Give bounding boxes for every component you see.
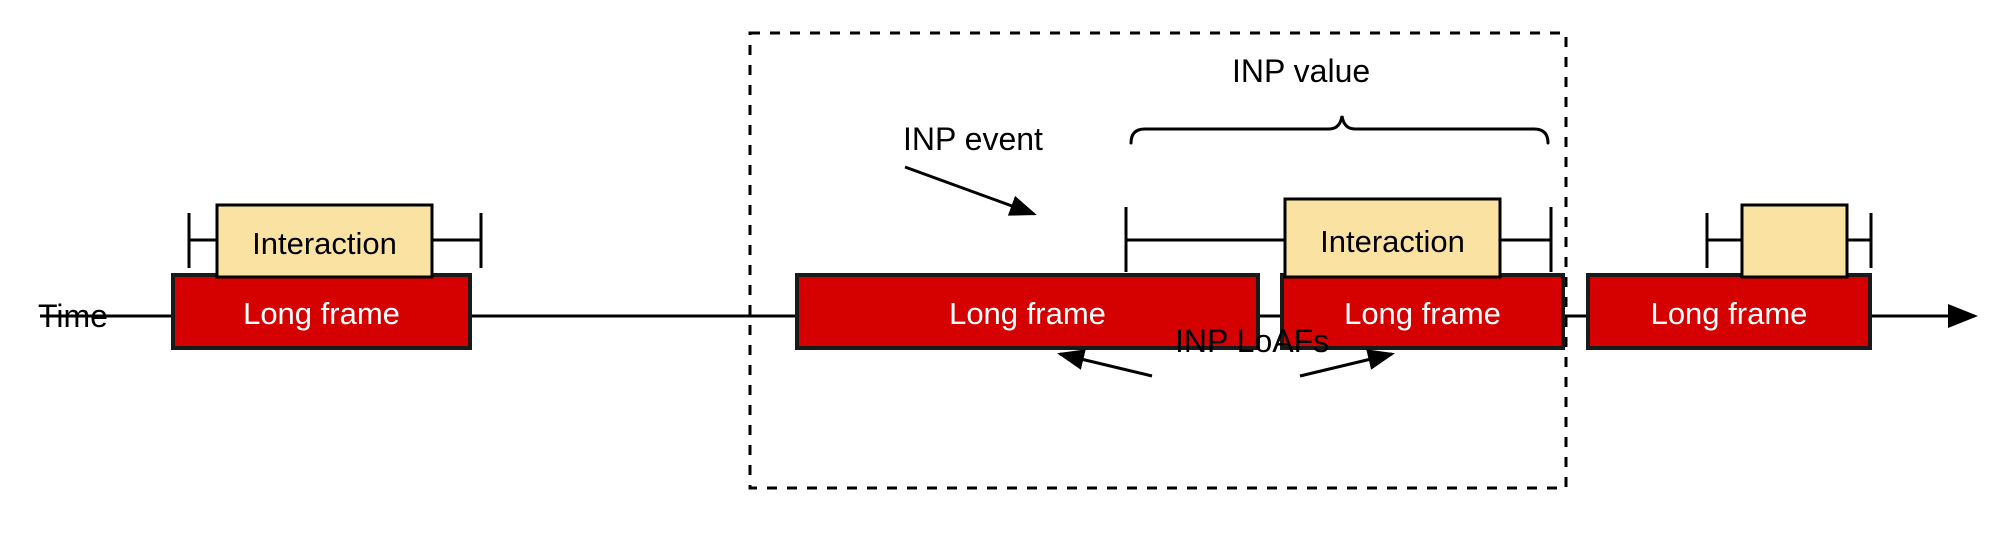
- long-frame-label-mid-2: Long frame: [1344, 296, 1501, 331]
- inp-event-arrow: [904, 165, 1037, 216]
- inp-loafs-arrow-right: [1299, 349, 1395, 378]
- interaction-box-right: [1740, 203, 1849, 279]
- inp-loafs-arrow-left: [1057, 349, 1153, 378]
- annotation-arrow-group: [904, 165, 1395, 378]
- long-frame-label-left: Long frame: [243, 296, 400, 331]
- inp-region-dashed-box: [748, 31, 1568, 490]
- time-axis-label: Time: [38, 298, 108, 334]
- interaction-box-mid: [1283, 197, 1502, 279]
- long-frame-right: [1586, 273, 1872, 350]
- annotation-inp-event: INP event: [903, 121, 1043, 157]
- long-frame-mid-1: [795, 273, 1260, 350]
- interaction-label-left: Interaction: [252, 226, 397, 261]
- inp-value-brace: [1129, 115, 1550, 145]
- interaction-box-group: [215, 197, 1849, 279]
- long-frame-label-mid-1: Long frame: [949, 296, 1106, 331]
- interaction-label-mid: Interaction: [1320, 224, 1465, 259]
- long-frame-mid-2: [1280, 273, 1565, 350]
- interaction-box-left: [215, 203, 434, 279]
- long-frame-label-right: Long frame: [1650, 296, 1808, 331]
- annotation-inp-value: INP value: [1232, 53, 1371, 89]
- long-frame-group: [171, 273, 1872, 350]
- interaction-bracket-group: [187, 207, 1873, 272]
- annotation-inp-loafs: INP LoAFs: [1175, 323, 1330, 359]
